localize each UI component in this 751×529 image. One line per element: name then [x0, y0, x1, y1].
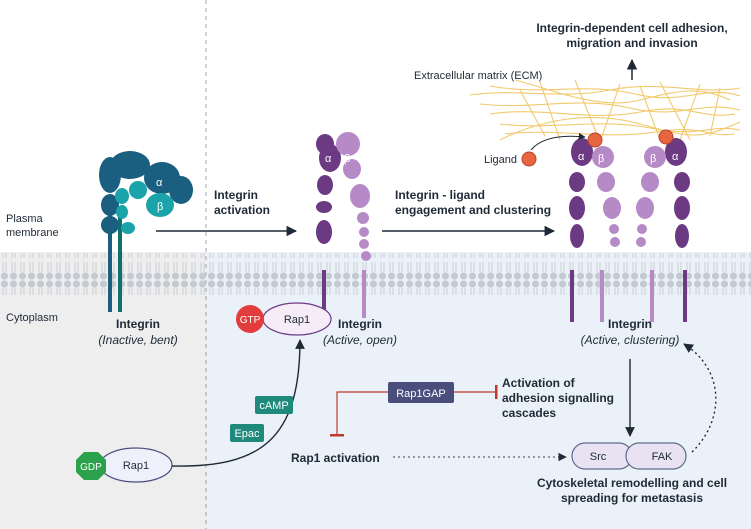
src-label: Src	[590, 451, 607, 463]
camp-box	[255, 396, 293, 414]
gtp-shape	[236, 305, 264, 333]
feedback-arrow	[683, 343, 717, 453]
integrin-active-state: (Active, open)	[323, 333, 397, 347]
rap1-activation-label: Rap1 activation	[291, 451, 380, 465]
clustering-integrins: α β β α	[569, 129, 690, 322]
gdp-label: GDP	[80, 462, 102, 473]
alpha-label-cluster-right: α	[672, 151, 679, 163]
epac-label: Epac	[234, 428, 260, 440]
rap1gap-inhibit-rap1	[330, 391, 388, 437]
integrin-active-title: Integrin	[338, 317, 382, 331]
gdp-shape	[76, 452, 106, 480]
integrin-clustering-state: (Active, clustering)	[581, 333, 680, 347]
rap1-gtp-complex: Rap1 GTP	[236, 302, 332, 336]
inactive-integrin: α β	[99, 151, 193, 312]
integrin-inactive-title: Integrin	[116, 317, 160, 331]
src-fak-complex: Src FAK	[571, 442, 687, 470]
beta-label-cluster-left: β	[598, 153, 604, 165]
rap1-activation-curve-arrow	[171, 339, 305, 467]
alpha-label-inactive: α	[156, 177, 163, 189]
alpha-label-cluster-left: α	[578, 151, 585, 163]
outcome-label: Integrin-dependent cell adhesion,migrati…	[536, 21, 727, 50]
fak-label: FAK	[652, 451, 673, 463]
camp-label: cAMP	[259, 400, 288, 412]
ecm-fibers	[469, 79, 741, 143]
beta-label-inactive: β	[157, 201, 163, 213]
ligand-icon	[521, 151, 537, 167]
rap1-inactive-label: Rap1	[123, 460, 149, 472]
active-integrin: α β	[316, 132, 371, 318]
beta-label-cluster-right: β	[650, 153, 656, 165]
cytoplasm-left-background	[0, 250, 206, 529]
rap1-active-label: Rap1	[284, 314, 310, 326]
plasma-membrane	[0, 253, 751, 295]
rap1gap-label: Rap1GAP	[396, 388, 446, 400]
epac-box	[230, 424, 264, 442]
cytoplasm-label: Cytoplasm	[6, 312, 58, 324]
integrin-clustering-title: Integrin	[608, 317, 652, 331]
beta-label-active: β	[344, 153, 350, 165]
extracellular-right-background	[206, 0, 751, 252]
ligand-label: Ligand	[484, 154, 517, 166]
gtp-label: GTP	[240, 315, 261, 326]
ligand-binding-arrow	[530, 132, 586, 151]
rap1-gdp-complex: Rap1 GDP	[76, 447, 173, 483]
ecm-label: Extracellular matrix (ECM)	[414, 70, 542, 82]
alpha-label-active: α	[325, 153, 332, 165]
integrin-inactive-state: (Inactive, bent)	[98, 333, 177, 347]
rap1gap-box	[388, 382, 454, 403]
fak-shape	[625, 442, 687, 470]
